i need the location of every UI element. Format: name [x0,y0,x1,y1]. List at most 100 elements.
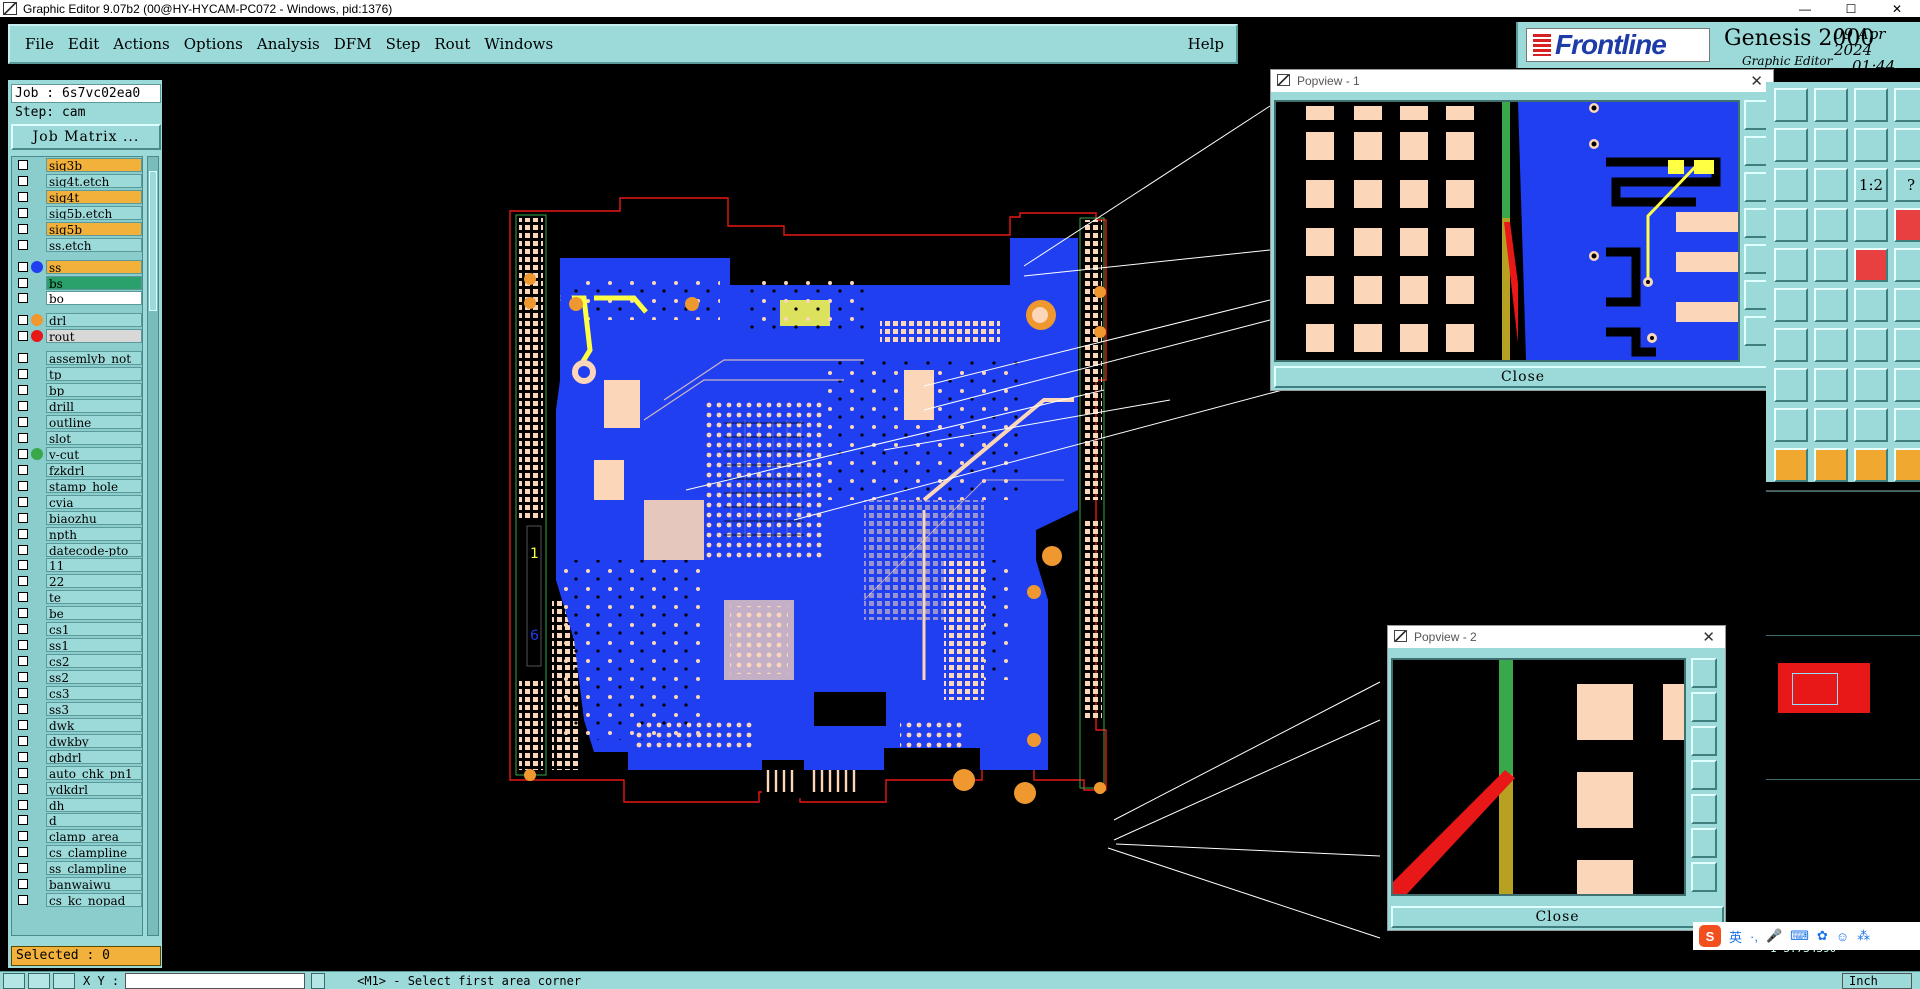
layer-checkbox[interactable] [18,544,28,555]
layer-name[interactable]: cs_clampline [46,845,142,860]
layer-scrollbar[interactable] [147,156,159,936]
menu-dfm[interactable]: DFM [333,35,372,53]
layer-row[interactable]: te [12,589,142,605]
grid-icon[interactable] [1814,208,1848,242]
layer-name[interactable]: banwaiwu [46,877,142,892]
layer-name[interactable]: sig4t [46,189,142,204]
layer-row[interactable]: cs3 [12,685,142,701]
layer-row[interactable]: 11 [12,558,142,574]
menu-options[interactable]: Options [183,35,243,53]
layer-name[interactable]: dwkby [46,733,142,748]
layer-row[interactable]: outline [12,414,142,430]
layer-name[interactable]: outline [46,415,142,430]
layer-row[interactable]: cs1 [12,621,142,637]
pointer-select-icon[interactable] [1814,448,1848,482]
layer-checkbox[interactable] [18,417,28,428]
layer-row[interactable]: ss.etch [12,237,142,253]
layer-row[interactable]: sig4t.etch [12,173,142,189]
layer-checkbox[interactable] [18,799,28,810]
cancel-mode-icon[interactable] [28,972,50,989]
layer-row[interactable]: sig5b.etch [12,205,142,221]
layer-row[interactable]: tp [12,366,142,382]
layer-name[interactable]: auto_chk_pn1 [46,765,142,780]
layer-checkbox[interactable] [18,353,28,364]
layer-name[interactable]: sig4t.etch [46,173,142,188]
ime-punct-icon[interactable]: ·, [1750,928,1758,944]
layer-name[interactable]: slot [46,430,142,445]
zoom-in-icon[interactable] [1774,128,1808,162]
connect-icon[interactable] [1774,288,1808,322]
layer-name[interactable]: biaozhu [46,510,142,525]
layer-checkbox[interactable] [18,895,28,906]
layer-name[interactable]: d [46,813,142,828]
menu-edit[interactable]: Edit [67,35,100,53]
layer-checkbox[interactable] [18,879,28,890]
popview-center-icon[interactable] [1744,280,1770,310]
layer-row[interactable]: datecode-pto [12,542,142,558]
layer-row[interactable]: drill [12,398,142,414]
layer-row[interactable]: drl [12,312,142,328]
popview-1-view[interactable] [1274,100,1740,362]
layer-checkbox[interactable] [18,512,28,523]
popview-1-close-icon[interactable]: ✕ [1750,73,1763,90]
layer-name[interactable]: fzkdrl [46,462,142,477]
layer-checkbox[interactable] [18,277,28,288]
layer-row[interactable]: dh [12,797,142,813]
menu-analysis[interactable]: Analysis [256,35,320,53]
pan-icon[interactable] [1814,168,1848,202]
layer-name[interactable]: npth [46,526,142,541]
line-move-icon[interactable] [1894,288,1920,322]
fit-icon[interactable] [1774,168,1808,202]
snap-icon[interactable] [1894,128,1920,162]
ratio-icon[interactable]: 1:2 [1854,168,1888,202]
cut-icon[interactable] [1814,368,1848,402]
layer-row[interactable]: sig4t [12,189,142,205]
layer-checkbox[interactable] [18,576,28,587]
layer-name[interactable]: assemlyb_not [46,351,142,366]
ruler-icon[interactable] [1854,248,1888,282]
menu-help[interactable]: Help [1187,35,1224,53]
triangle-a-icon[interactable] [1774,408,1808,442]
layer-name[interactable]: clamp_area [46,829,142,844]
microphone-icon[interactable]: 🎤 [1765,928,1783,943]
user-icon[interactable]: ☺ [1835,928,1850,944]
layer-name[interactable]: drill [46,399,142,414]
popview-home-icon[interactable] [1744,244,1770,274]
layer-name[interactable]: gbdrl [46,749,142,764]
popview-zoom-out-icon[interactable] [1691,726,1717,756]
layer-name[interactable]: tp [46,367,142,382]
layer-name[interactable]: ss [46,259,142,274]
layer-checkbox[interactable] [18,464,28,475]
diag-icon[interactable] [1814,328,1848,362]
layer-name[interactable]: be [46,606,142,621]
mirror-icon[interactable] [1894,368,1920,402]
layer-icon[interactable] [1774,208,1808,242]
layer-name[interactable]: te [46,590,142,605]
layer-name[interactable]: ss1 [46,638,142,653]
feature-icon[interactable] [1774,368,1808,402]
layer-checkbox[interactable] [18,719,28,730]
job-matrix-button[interactable]: Job Matrix ... [11,124,161,150]
trim-icon[interactable] [1854,368,1888,402]
popview-home-icon[interactable] [1691,794,1717,824]
popview-center-icon[interactable] [1691,828,1717,858]
layer-row[interactable]: sig3b [12,157,142,173]
layer-checkbox[interactable] [18,261,28,272]
cross-icon[interactable] [1814,288,1848,322]
layer-name[interactable]: 11 [46,558,142,573]
line-add-icon[interactable] [1854,288,1888,322]
layer-checkbox[interactable] [18,331,28,342]
layer-row[interactable]: ss1 [12,637,142,653]
layer-name[interactable]: dh [46,797,142,812]
layer-checkbox[interactable] [18,448,28,459]
layer-row[interactable]: ss [12,259,142,275]
layer-row[interactable]: bs [12,275,142,291]
layer-row[interactable]: cs_kc_nopad [12,892,142,908]
layer-checkbox[interactable] [18,293,28,304]
help-icon[interactable]: ? [1894,168,1920,202]
layer-row[interactable]: stamp_hole [12,478,142,494]
arc-icon[interactable] [1774,328,1808,362]
layer-checkbox[interactable] [18,432,28,443]
layer-checkbox[interactable] [18,831,28,842]
rotate-icon[interactable] [1854,328,1888,362]
